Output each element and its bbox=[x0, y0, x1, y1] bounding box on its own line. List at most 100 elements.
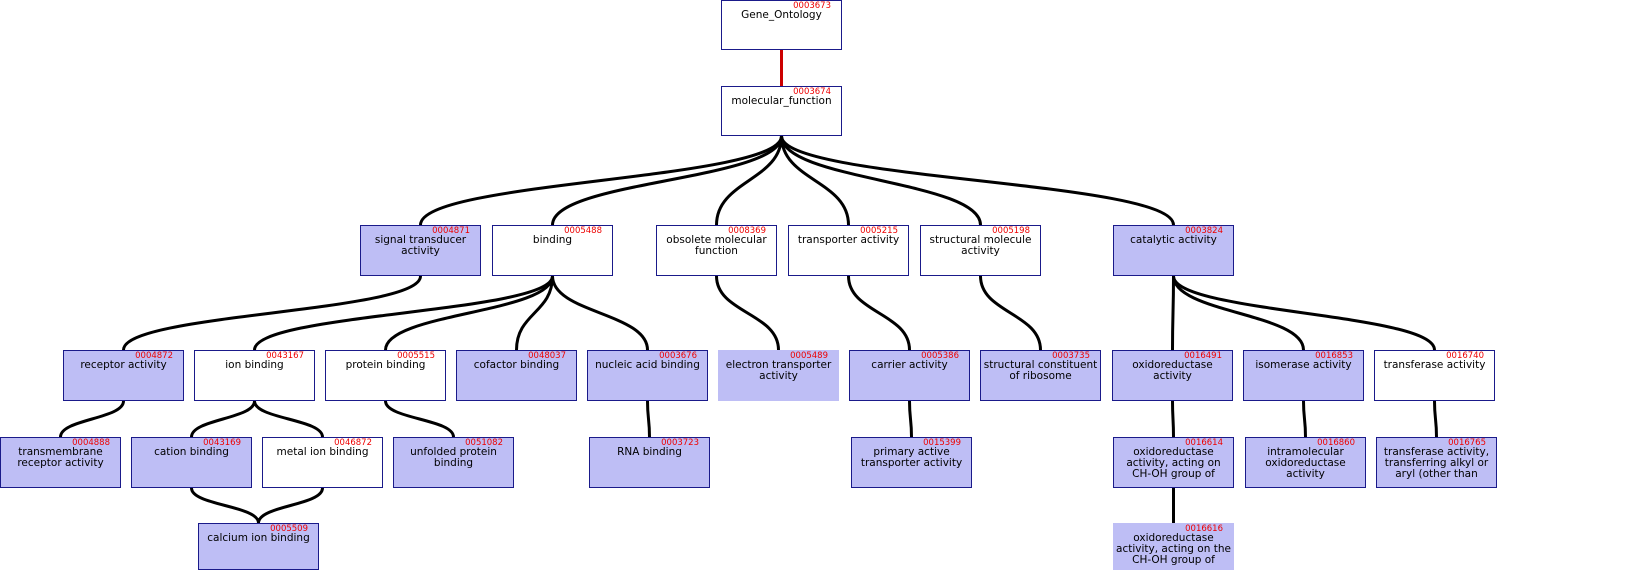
go-id: 0003676 bbox=[659, 351, 697, 361]
edge-n43169-n5509 bbox=[190, 487, 260, 524]
go-id: 0003735 bbox=[1052, 351, 1090, 361]
node-label: obsolete molecular function bbox=[666, 234, 767, 257]
go-id: 0003673 bbox=[793, 1, 831, 11]
edge-n4872-n4888 bbox=[59, 400, 125, 438]
node-label: protein binding bbox=[345, 359, 426, 371]
edge-n3674-n5198 bbox=[780, 135, 982, 226]
edge-n3674-n5488 bbox=[551, 135, 783, 226]
node-label: metal ion binding bbox=[276, 446, 369, 458]
node-structural-molecule-activity[interactable]: 0005198 structural molecule activity bbox=[920, 225, 1041, 276]
go-id: 0003674 bbox=[793, 87, 831, 97]
node-label: catalytic activity bbox=[1130, 234, 1217, 246]
node-gene-ontology[interactable]: 0003673 Gene_Ontology bbox=[721, 0, 842, 50]
go-id: 0016860 bbox=[1317, 438, 1355, 448]
node-label: carrier activity bbox=[871, 359, 948, 371]
node-oxidoreductase-ch-oh[interactable]: 0016614 oxidoreductase activity, acting … bbox=[1113, 437, 1234, 488]
go-id: 0004871 bbox=[432, 226, 470, 236]
node-label: oxidoreductase activity, acting on the C… bbox=[1116, 532, 1231, 566]
node-obsolete-molecular-function[interactable]: 0008369 obsolete molecular function bbox=[656, 225, 777, 276]
edge-n16740-n16765 bbox=[1433, 400, 1438, 438]
node-transporter-activity[interactable]: 0005215 transporter activity bbox=[788, 225, 909, 276]
edge-n16491-n16614 bbox=[1171, 400, 1175, 438]
go-id: 0005215 bbox=[860, 226, 898, 236]
node-transferase-activity[interactable]: 0016740 transferase activity bbox=[1374, 350, 1495, 401]
node-label: unfolded protein binding bbox=[410, 446, 497, 469]
edge-n46872-n5509 bbox=[257, 487, 324, 524]
node-label: oxidoreductase activity bbox=[1132, 359, 1213, 382]
node-label: transmembrane receptor activity bbox=[17, 446, 104, 469]
edge-n43167-n46872 bbox=[253, 400, 324, 438]
go-id: 0003723 bbox=[661, 438, 699, 448]
go-id: 0005198 bbox=[992, 226, 1030, 236]
go-id: 0005509 bbox=[270, 524, 308, 534]
node-receptor-activity[interactable]: 0004872 receptor activity bbox=[63, 350, 184, 401]
go-id: 0005488 bbox=[564, 226, 602, 236]
node-label: cation binding bbox=[154, 446, 229, 458]
go-id: 0005515 bbox=[397, 351, 435, 361]
node-label: oxidoreductase activity, acting on CH-OH… bbox=[1126, 446, 1221, 480]
node-metal-ion-binding[interactable]: 0046872 metal ion binding bbox=[262, 437, 383, 488]
node-label: isomerase activity bbox=[1255, 359, 1352, 371]
go-id: 0048037 bbox=[528, 351, 566, 361]
node-label: signal transducer activity bbox=[374, 234, 467, 257]
go-id: 0008369 bbox=[728, 226, 766, 236]
go-id: 0016491 bbox=[1184, 351, 1222, 361]
node-label: nucleic acid binding bbox=[595, 359, 700, 371]
edge-n5515-n51082 bbox=[384, 400, 455, 438]
go-id: 0016616 bbox=[1185, 524, 1223, 534]
node-oxidoreductase-the-ch-oh[interactable]: 0016616 oxidoreductase activity, acting … bbox=[1113, 523, 1234, 570]
node-label: transferase activity bbox=[1383, 359, 1486, 371]
edge-n16853-n16860 bbox=[1302, 400, 1307, 438]
edge-n5198-n3735 bbox=[979, 275, 1042, 351]
node-label: RNA binding bbox=[617, 446, 682, 458]
node-label: transporter activity bbox=[797, 234, 900, 246]
node-carrier-activity[interactable]: 0005386 carrier activity bbox=[849, 350, 970, 401]
go-id: 0005386 bbox=[921, 351, 959, 361]
edge-n3676-n3723 bbox=[646, 400, 651, 438]
node-label: structural constituent of ribosome bbox=[983, 359, 1098, 382]
node-label: calcium ion binding bbox=[207, 532, 310, 544]
go-id: 0003824 bbox=[1185, 226, 1223, 236]
go-id: 0004872 bbox=[135, 351, 173, 361]
edge-n3824-n16740 bbox=[1172, 275, 1436, 351]
edge-n5488-n3676 bbox=[551, 275, 649, 351]
go-id: 0005489 bbox=[790, 351, 828, 361]
node-rna-binding[interactable]: 0003723 RNA binding bbox=[589, 437, 710, 488]
node-nucleic-acid-binding[interactable]: 0003676 nucleic acid binding bbox=[587, 350, 708, 401]
node-isomerase-activity[interactable]: 0016853 isomerase activity bbox=[1243, 350, 1364, 401]
go-id: 0015399 bbox=[923, 438, 961, 448]
node-cofactor-binding[interactable]: 0048037 cofactor binding bbox=[456, 350, 577, 401]
node-unfolded-protein-binding[interactable]: 0051082 unfolded protein binding bbox=[393, 437, 514, 488]
edge-n5215-n5386 bbox=[847, 275, 911, 351]
node-label: binding bbox=[532, 234, 573, 246]
node-label: ion binding bbox=[225, 359, 284, 371]
node-oxidoreductase-activity[interactable]: 0016491 oxidoreductase activity bbox=[1112, 350, 1233, 401]
node-binding[interactable]: 0005488 binding bbox=[492, 225, 613, 276]
node-transferase-alkyl-aryl[interactable]: 0016765 transferase activity, transferri… bbox=[1376, 437, 1497, 488]
edge-n3674-n3824 bbox=[780, 135, 1175, 226]
edge-n3824-n16491 bbox=[1171, 275, 1175, 351]
edge-n43167-n43169 bbox=[190, 400, 256, 438]
edge-n5386-n15399 bbox=[908, 400, 913, 438]
node-label: structural molecule activity bbox=[929, 234, 1032, 257]
node-primary-active-transporter-activity[interactable]: 0015399 primary active transporter activ… bbox=[851, 437, 972, 488]
node-structural-constituent-of-ribosome[interactable]: 0003735 structural constituent of riboso… bbox=[980, 350, 1101, 401]
node-label: cofactor binding bbox=[473, 359, 560, 371]
node-signal-transducer-activity[interactable]: 0004871 signal transducer activity bbox=[360, 225, 481, 276]
node-molecular-function[interactable]: 0003674 molecular_function bbox=[721, 86, 842, 136]
node-ion-binding[interactable]: 0043167 ion binding bbox=[194, 350, 315, 401]
go-id: 0051082 bbox=[465, 438, 503, 448]
node-label: electron transporter activity bbox=[725, 359, 832, 382]
node-electron-transporter-activity[interactable]: 0005489 electron transporter activity bbox=[718, 350, 839, 401]
node-protein-binding[interactable]: 0005515 protein binding bbox=[325, 350, 446, 401]
node-calcium-ion-binding[interactable]: 0005509 calcium ion binding bbox=[198, 523, 319, 570]
node-cation-binding[interactable]: 0043169 cation binding bbox=[131, 437, 252, 488]
edge-n5488-n43167 bbox=[253, 275, 554, 351]
node-transmembrane-receptor-activity[interactable]: 0004888 transmembrane receptor activity bbox=[0, 437, 121, 488]
edge-n3674-n5215 bbox=[780, 135, 850, 226]
go-id: 0043169 bbox=[203, 438, 241, 448]
node-catalytic-activity[interactable]: 0003824 catalytic activity bbox=[1113, 225, 1234, 276]
node-intramolecular-oxidoreductase-activity[interactable]: 0016860 intramolecular oxidoreductase ac… bbox=[1245, 437, 1366, 488]
node-label: receptor activity bbox=[80, 359, 167, 371]
